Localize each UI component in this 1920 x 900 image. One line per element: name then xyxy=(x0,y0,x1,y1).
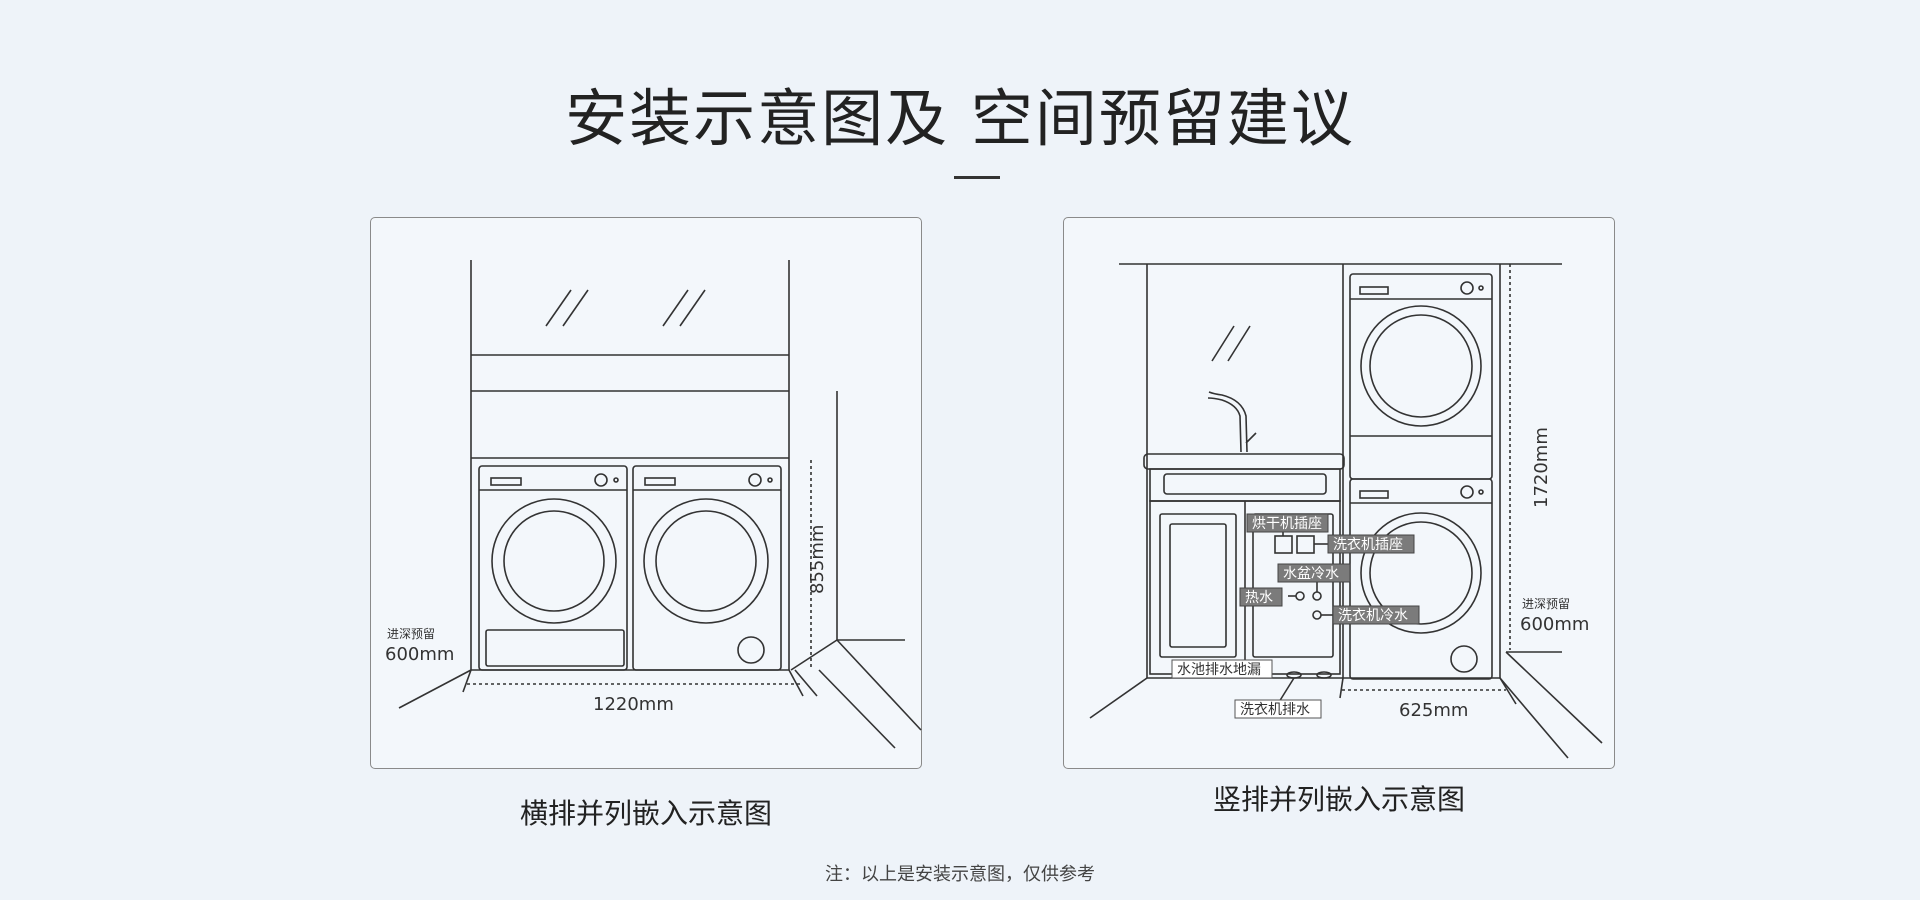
horizontal-caption: 横排并列嵌入示意图 xyxy=(519,797,772,830)
right-width-label: 625mm xyxy=(1399,700,1468,721)
title-divider xyxy=(954,176,1000,179)
svg-text:水池排水地漏: 水池排水地漏 xyxy=(1177,662,1261,678)
svg-text:洗衣机冷水: 洗衣机冷水 xyxy=(1338,608,1408,624)
tag-basin-floor-drain: 水池排水地漏 xyxy=(1171,659,1273,679)
right-depth-label-2: 600mm xyxy=(1520,614,1589,635)
vertical-diagram-drawing: 烘干机插座 洗衣机插座 水盆冷水 热水 洗衣机冷水 水池排水地漏 洗衣机排水 1… xyxy=(1089,263,1603,759)
page-title: 安装示意图及 空间预留建议 xyxy=(565,82,1355,155)
horizontal-install-diagram: 进深预留 600mm 855mm 1220mm xyxy=(370,217,922,769)
svg-text:热水: 热水 xyxy=(1245,590,1273,606)
tag-washer-drain: 洗衣机排水 xyxy=(1234,699,1322,719)
vertical-caption: 竖排并列嵌入示意图 xyxy=(1212,783,1465,816)
right-height-label: 1720mm xyxy=(1531,427,1552,508)
tag-basin-cold-water: 水盆冷水 xyxy=(1277,563,1351,583)
svg-text:洗衣机插座: 洗衣机插座 xyxy=(1333,537,1403,553)
left-depth-label-1: 进深预留 xyxy=(387,627,435,641)
tag-hot-water: 热水 xyxy=(1239,587,1283,607)
svg-text:烘干机插座: 烘干机插座 xyxy=(1252,516,1322,532)
svg-text:洗衣机排水: 洗衣机排水 xyxy=(1240,702,1310,718)
horizontal-diagram-drawing: 进深预留 600mm 855mm 1220mm xyxy=(385,260,922,749)
svg-text:水盆冷水: 水盆冷水 xyxy=(1283,566,1339,582)
right-depth-label-1: 进深预留 xyxy=(1522,597,1570,611)
tag-dryer-socket: 烘干机插座 xyxy=(1246,513,1329,533)
tag-washer-socket: 洗衣机插座 xyxy=(1327,534,1415,554)
vertical-install-diagram: 烘干机插座 洗衣机插座 水盆冷水 热水 洗衣机冷水 水池排水地漏 洗衣机排水 1… xyxy=(1063,217,1615,769)
left-width-label: 1220mm xyxy=(593,694,674,715)
tag-washer-cold-water: 洗衣机冷水 xyxy=(1332,605,1420,625)
left-height-label: 855mm xyxy=(807,525,828,594)
left-depth-label-2: 600mm xyxy=(385,644,454,665)
footer-note: 注：以上是安装示意图，仅供参考 xyxy=(825,864,1095,885)
